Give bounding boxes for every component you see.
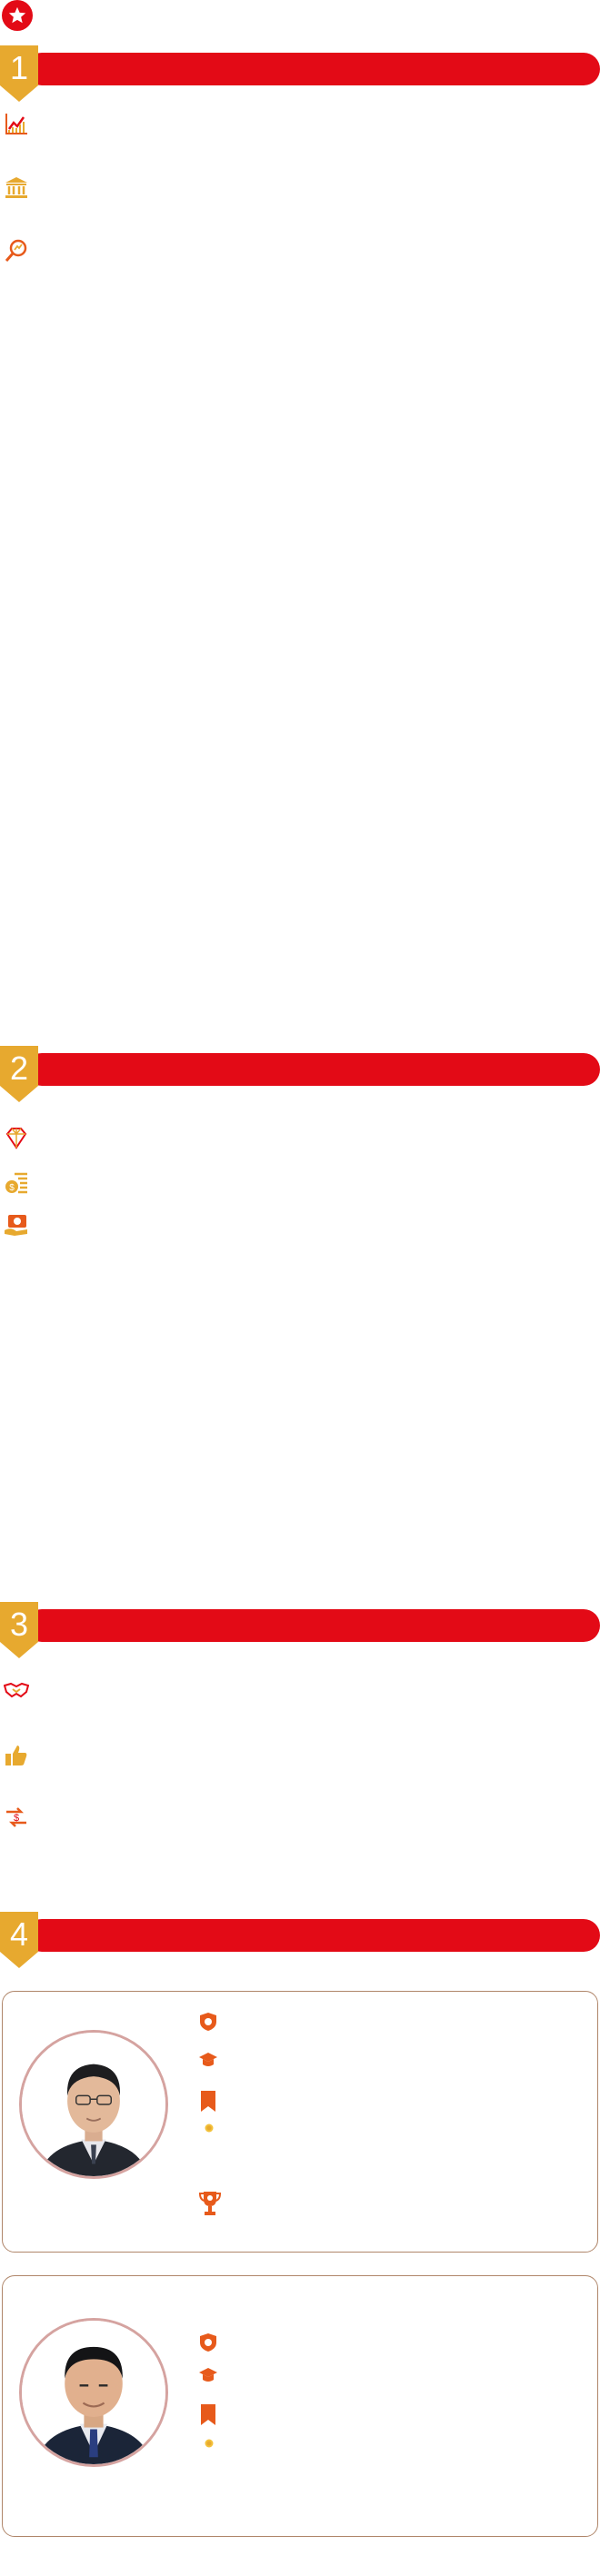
section-4-number: 4 (9, 1915, 29, 1953)
coins-list-icon: $ (4, 1170, 29, 1196)
expert-card-2 (2, 2275, 598, 2537)
sun-dot-icon (205, 2436, 214, 2448)
bank-icon (4, 174, 29, 200)
section-3-number: 3 (9, 1606, 29, 1643)
diamond-icon (4, 1125, 29, 1150)
section-1-number: 1 (9, 49, 29, 86)
section-4-bar (25, 1919, 600, 1952)
thumbs-up-icon (4, 1743, 29, 1768)
cash-hand-icon (4, 1212, 29, 1238)
section-1-tag: 1 (0, 45, 38, 102)
trophy-icon (198, 2190, 222, 2217)
expert-card-1 (2, 1991, 598, 2253)
exchange-icon: $ (4, 1805, 29, 1830)
graduation-cap-icon (198, 2365, 218, 2385)
section-1-bar (25, 53, 600, 85)
shield-icon (198, 2012, 218, 2032)
shield-icon (198, 2332, 218, 2352)
expert-1-avatar (19, 2030, 168, 2179)
section-2-number: 2 (9, 1049, 29, 1087)
handshake-icon (3, 1677, 30, 1703)
section-2-bar (25, 1053, 600, 1086)
bookmark-icon (198, 2088, 218, 2112)
svg-text:$: $ (14, 1813, 19, 1824)
graduation-cap-icon (198, 2050, 218, 2070)
section-4-tag: 4 (0, 1912, 38, 1968)
line-chart-icon (4, 111, 29, 136)
section-2-tag: 2 (0, 1046, 38, 1102)
sun-dot-icon (205, 2121, 214, 2133)
search-chart-icon (4, 238, 29, 264)
section-3-tag: 3 (0, 1602, 38, 1658)
bookmark-icon (198, 2402, 218, 2425)
section-3-bar (25, 1609, 600, 1642)
logo-icon (2, 0, 33, 31)
expert-2-avatar (19, 2318, 168, 2467)
svg-text:$: $ (9, 1183, 15, 1193)
